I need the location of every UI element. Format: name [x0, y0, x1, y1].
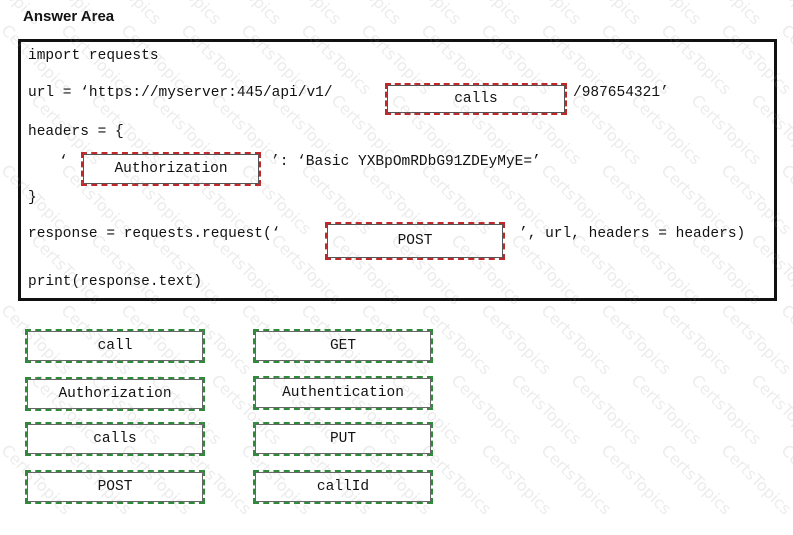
- watermark-text: CertsTopics: [507, 370, 586, 449]
- watermark-text: CertsTopics: [777, 440, 793, 519]
- drop-target-method[interactable]: POST: [325, 222, 505, 260]
- watermark-text: CertsTopics: [597, 300, 676, 379]
- watermark-text: CertsTopics: [268, 0, 346, 28]
- watermark-text: CertsTopics: [568, 0, 646, 28]
- watermark-text: CertsTopics: [597, 440, 676, 519]
- watermark-text: CertsTopics: [447, 370, 526, 449]
- watermark-text: CertsTopics: [508, 0, 586, 28]
- code-line-import: import requests: [28, 48, 159, 64]
- watermark-text: CertsTopics: [537, 440, 616, 519]
- watermark-text: CertsTopics: [148, 0, 226, 28]
- watermark-text: CertsTopics: [388, 0, 466, 28]
- code-line-url-prefix: url = ‘https://myserver:445/api/v1/: [28, 85, 333, 101]
- answer-area-title: Answer Area: [23, 8, 115, 25]
- watermark-text: CertsTopics: [717, 440, 793, 519]
- watermark-text: CertsTopics: [777, 160, 793, 239]
- code-line-request-prefix: response = requests.request(‘: [28, 226, 281, 242]
- watermark-text: CertsTopics: [657, 440, 736, 519]
- option-authorization[interactable]: Authorization: [25, 377, 205, 411]
- code-line-header-value: ’: ‘Basic YXBpOmRDbG91ZDEyMyE=’: [271, 154, 541, 170]
- option-post[interactable]: POST: [25, 470, 205, 504]
- watermark-text: CertsTopics: [777, 20, 793, 99]
- drop-target-url-segment[interactable]: calls: [385, 83, 567, 115]
- watermark-text: CertsTopics: [477, 440, 556, 519]
- code-box: import requests url = ‘https://myserver:…: [18, 39, 777, 301]
- watermark-text: CertsTopics: [477, 300, 556, 379]
- watermark-text: CertsTopics: [627, 370, 706, 449]
- watermark-text: CertsTopics: [628, 0, 706, 28]
- option-get[interactable]: GET: [253, 329, 433, 363]
- watermark-text: CertsTopics: [747, 370, 793, 449]
- drop-target-header-name[interactable]: Authorization: [81, 152, 261, 186]
- option-calls[interactable]: calls: [25, 422, 205, 456]
- code-line-header-quote-open: ‘: [59, 154, 68, 170]
- watermark-text: CertsTopics: [567, 370, 646, 449]
- code-line-headers-close: }: [28, 190, 37, 206]
- watermark-text: CertsTopics: [688, 0, 766, 28]
- code-line-headers-open: headers = {: [28, 124, 124, 140]
- watermark-text: CertsTopics: [717, 300, 793, 379]
- watermark-text: CertsTopics: [328, 0, 406, 28]
- code-line-url-suffix: /987654321’: [573, 85, 669, 101]
- option-callid[interactable]: callId: [253, 470, 433, 504]
- watermark-text: CertsTopics: [448, 0, 526, 28]
- option-put[interactable]: PUT: [253, 422, 433, 456]
- option-authentication[interactable]: Authentication: [253, 376, 433, 410]
- watermark-text: CertsTopics: [777, 300, 793, 379]
- watermark-text: CertsTopics: [657, 300, 736, 379]
- watermark-text: CertsTopics: [687, 370, 766, 449]
- code-line-print: print(response.text): [28, 274, 203, 290]
- watermark-text: CertsTopics: [208, 0, 286, 28]
- watermark-text: CertsTopics: [537, 300, 616, 379]
- watermark-text: CertsTopics: [748, 0, 793, 28]
- option-call[interactable]: call: [25, 329, 205, 363]
- code-line-request-suffix: ’, url, headers = headers): [519, 226, 746, 242]
